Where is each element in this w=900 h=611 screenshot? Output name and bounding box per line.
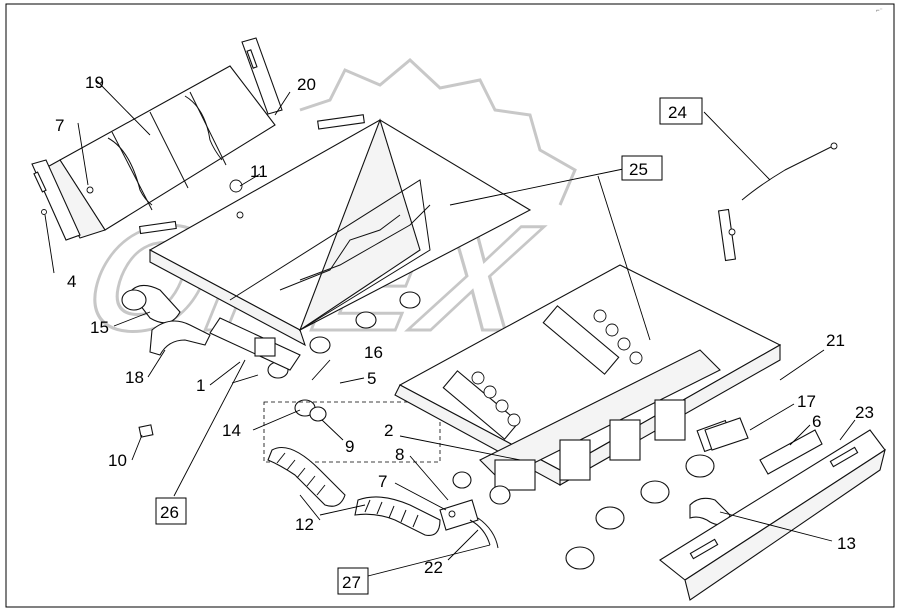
watermark-gear (299, 58, 577, 206)
rings-14-9 (294, 399, 327, 422)
callout-9: 9 (345, 437, 354, 456)
outlet-pipes-upper (209, 291, 421, 379)
hopper-body-upper (138, 114, 532, 347)
callout-5: 5 (367, 369, 376, 388)
callout-27: 27 (342, 573, 361, 592)
callout-16: 16 (364, 343, 383, 362)
callout-7-lower: 7 (378, 472, 387, 491)
callout-2: 2 (384, 421, 393, 440)
side-bracket-4 (31, 159, 81, 241)
callout-7-upper: 7 (55, 116, 64, 135)
bracket-8-22 (439, 499, 499, 549)
sieve-plates (442, 305, 643, 440)
callouts: 19 20 7 11 4 15 18 1 16 5 14 9 10 2 8 7 … (55, 73, 874, 577)
outlet-pipes-lower (452, 454, 715, 570)
callout-19: 19 (85, 73, 104, 92)
callout-6: 6 (812, 412, 821, 431)
callout-21: 21 (826, 331, 845, 350)
callout-8: 8 (395, 445, 404, 464)
corner-mark: ⌐⁻ (876, 8, 883, 14)
boxed-callouts: 24 25 26 27 (155, 97, 703, 595)
callout-14: 14 (222, 421, 241, 440)
callout-13: 13 (837, 534, 856, 553)
plate-17 (704, 417, 749, 451)
callout-20: 20 (297, 75, 316, 94)
callout-18: 18 (125, 368, 144, 387)
callout-15: 15 (90, 318, 109, 337)
callout-12: 12 (295, 515, 314, 534)
sleeve-15 (121, 284, 181, 324)
callout-26: 26 (160, 503, 179, 522)
callout-22: 22 (424, 558, 443, 577)
callout-23: 23 (855, 403, 874, 422)
drawing-frame (5, 3, 895, 608)
callout-box-26 (155, 497, 187, 525)
hose-12-b (354, 496, 441, 536)
plate-6 (759, 429, 823, 475)
callout-box-25 (621, 155, 663, 181)
leader-lines (44, 79, 856, 577)
cable-24 (717, 142, 838, 262)
callout-25: 25 (629, 160, 648, 179)
side-bracket-20 (241, 37, 283, 115)
hopper-cover-19 (41, 65, 276, 239)
callout-11: 11 (250, 162, 268, 181)
cover-23 (659, 429, 886, 601)
hose-12-a (267, 446, 346, 507)
callout-10: 10 (108, 451, 127, 470)
callout-17: 17 (797, 392, 816, 411)
elbow-18 (149, 320, 211, 356)
dashed-box (263, 401, 441, 463)
callout-4: 4 (67, 272, 76, 291)
callout-24: 24 (668, 103, 687, 122)
clip-10 (138, 424, 154, 438)
callout-1: 1 (196, 376, 205, 395)
frame-lower (479, 349, 734, 491)
callout-box-24 (659, 97, 703, 125)
callout-box-27 (337, 567, 369, 595)
